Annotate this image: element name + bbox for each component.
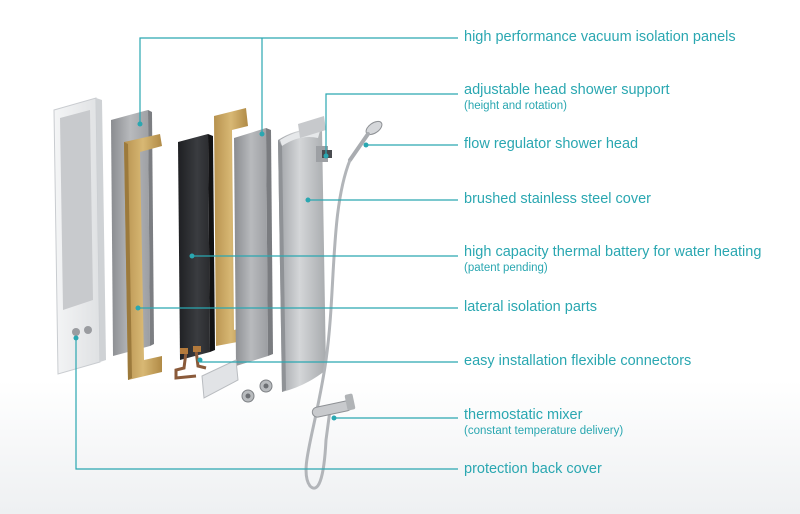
label-back-cover: protection back cover [464, 461, 602, 478]
label-subtext: (constant temperature delivery) [464, 425, 624, 437]
label-thermostatic-mixer: thermostatic mixer (constant temperature… [464, 407, 623, 438]
label-text: adjustable head shower support [464, 82, 670, 98]
thermal-battery [178, 134, 215, 360]
shower-head [348, 120, 383, 162]
label-thermal-battery: high capacity thermal battery for water … [464, 244, 761, 275]
label-vacuum-panels: high performance vacuum isolation panels [464, 29, 736, 46]
label-text: easy installation flexible connectors [464, 353, 692, 369]
lateral-isolation-left [124, 134, 162, 380]
vacuum-panel-right [234, 128, 273, 366]
label-text: protection back cover [464, 461, 602, 477]
floor-shading [0, 380, 800, 514]
label-lateral-isolation: lateral isolation parts [464, 299, 597, 316]
label-subtext: (patent pending) [464, 262, 548, 274]
label-steel-cover: brushed stainless steel cover [464, 191, 651, 208]
flexible-connectors [174, 346, 273, 403]
label-text: high capacity thermal battery for water … [464, 244, 762, 260]
lateral-isolation-right [214, 108, 248, 346]
label-subtext: (height and rotation) [464, 100, 567, 112]
label-text: thermostatic mixer [464, 407, 583, 423]
label-text: brushed stainless steel cover [464, 191, 651, 207]
protection-back-cover [53, 97, 106, 375]
callout-dots [73, 121, 369, 421]
label-text: flow regulator shower head [464, 136, 639, 152]
label-head-shower-support: adjustable head shower support (height a… [464, 82, 670, 113]
label-flow-regulator: flow regulator shower head [464, 136, 638, 153]
thermostatic-mixer [311, 393, 356, 418]
stainless-steel-cover [278, 129, 326, 392]
label-flexible-connectors: easy installation flexible connectors [464, 353, 691, 370]
label-text: high performance vacuum isolation panels [464, 29, 736, 45]
label-text: lateral isolation parts [464, 299, 597, 315]
